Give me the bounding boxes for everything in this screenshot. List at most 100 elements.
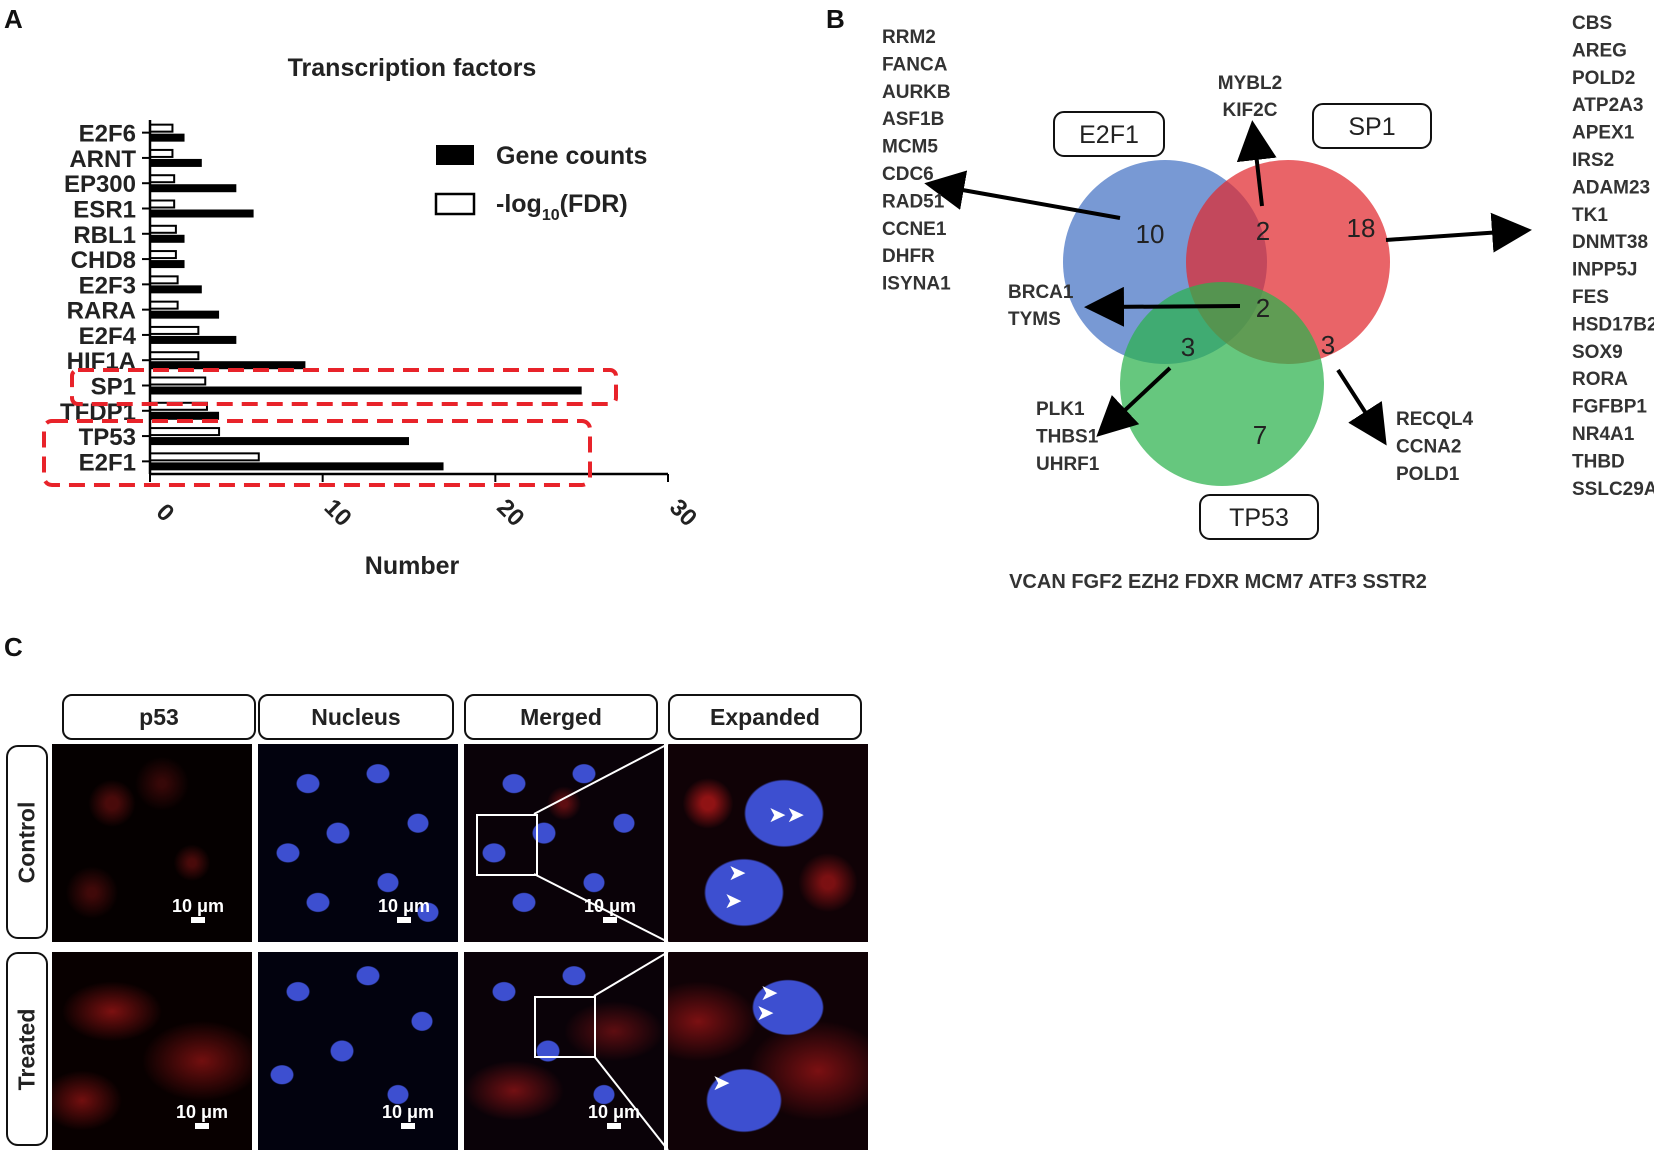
gene-label-all-three: TYMS [1008,309,1061,330]
category-label: RARA [67,298,136,325]
count-e2f1-sp1: 2 [1256,216,1270,246]
panel-label-b: B [826,4,845,34]
category-label: RBL1 [73,222,136,249]
count-sp1-only: 18 [1347,213,1376,243]
gene-label-e2f1: CDC6 [882,164,934,185]
gene-label-sp1: DNMT38 [1572,232,1648,253]
gene-label-e2f1-sp1: MYBL2 [1218,73,1282,94]
column-header-merged: Merged [464,694,658,740]
arrow-marker: ➤ [724,888,743,913]
gene-label-sp1: POLD2 [1572,68,1635,89]
highlight-box-tp53-e2f1 [42,419,592,487]
gene-label-e2f1: AURKB [882,82,951,103]
bar-gene-counts-tp53 [150,437,409,446]
bar-gene-counts-arnt [150,158,202,167]
gene-label-sp1: HSD17B2 [1572,314,1654,335]
gene-label-sp1: ATP2A3 [1572,95,1643,116]
bar-gene-counts-rbl1 [150,234,185,243]
arrow-marker: ➤➤ [768,802,805,827]
count-tp53-only: 7 [1253,420,1267,450]
bar-gene-counts-e2f4 [150,335,237,344]
gene-label-sp1: FES [1572,287,1609,308]
scale-bar: 10 μm [382,1102,434,1129]
gene-label-sp1: FGFBP1 [1572,397,1647,418]
bar-gene-counts-chd8 [150,260,185,269]
gene-label-sp1: APEX1 [1572,123,1635,144]
set-label-e2f1: E2F1 [1079,121,1139,149]
legend-label-fdr: -log10(FDR) [496,190,628,224]
set-label-tp53: TP53 [1229,504,1289,532]
gene-label-e2f1: RAD51 [882,191,945,212]
image-treated-expanded: ➤ ➤ ➤ [668,952,868,1150]
column-header-expanded: Expanded [668,694,862,740]
category-label: ARNT [69,146,136,173]
image-treated-p53: 10 μm [52,952,252,1150]
legend-swatch-gene-counts [436,145,474,165]
zoom-box [476,814,538,876]
set-label-box-tp53 [1199,494,1319,540]
gene-label-sp1: ADAM23 [1572,177,1650,198]
arrow-marker: ➤ [760,980,779,1005]
arrow-marker: ➤ [728,860,747,885]
highlight-box-sp1 [70,368,618,406]
arrow-sp1-tp53 [1336,368,1387,446]
category-label: E2F1 [79,449,136,476]
scale-bar: 10 μm [176,1102,228,1129]
category-label: E2F6 [79,121,136,148]
gene-label-sp1: RORA [1572,369,1628,390]
column-header-p53: p53 [62,694,256,740]
category-label: EP300 [64,171,136,198]
gene-label-e2f1: ASF1B [882,109,944,130]
gene-label-all-three: BRCA1 [1008,282,1074,303]
arrow-marker: ➤ [756,1000,775,1025]
gene-label-sp1-tp53: RECQL4 [1396,409,1474,430]
gene-label-e2f1: RRM2 [882,27,936,48]
category-label: ESR1 [73,197,136,224]
bar-gene-counts-rara [150,310,220,319]
gene-label-sp1: CBS [1572,13,1612,34]
gene-label-sp1: IRS2 [1572,150,1614,171]
category-label: SP1 [91,374,136,401]
bar-gene-counts-e2f1 [150,462,444,471]
bar-gene-counts-esr1 [150,209,254,218]
bar-gene-counts-hif1a [150,361,306,370]
arrow-all-three [1084,286,1241,327]
scale-bar: 10 μm [172,896,224,923]
count-sp1-tp53: 3 [1321,330,1335,360]
panel-label-c: C [4,632,23,662]
legend-swatch-fdr [434,192,476,216]
image-control-p53: 10 μm [52,744,252,942]
image-control-nucleus: 10 μm [258,744,458,942]
image-treated-merged: 10 μm [464,952,664,1150]
set-label-sp1: SP1 [1348,113,1395,141]
category-label: CHD8 [71,247,136,274]
x-axis-label: Number [365,552,460,580]
count-all-three: 2 [1256,293,1270,323]
gene-label-e2f1-tp53: PLK1 [1036,399,1085,420]
category-label: E2F4 [79,323,137,350]
gene-label-e2f1: CCNE1 [882,219,947,240]
gene-label-e2f1: MCM5 [882,137,938,158]
count-e2f1-only: 10 [1136,219,1165,249]
bar-gene-counts-e2f3 [150,285,202,294]
category-label: E2F3 [79,272,136,299]
scale-bar: 10 μm [584,896,636,923]
gene-label-sp1: THBD [1572,451,1625,472]
legend-label-gene-counts: Gene counts [496,142,647,170]
bar-gene-counts-e2f6 [150,133,185,142]
gene-label-sp1-tp53: POLD1 [1396,464,1460,485]
arrow-sp1-only [1385,212,1532,253]
set-label-box-sp1 [1312,103,1432,149]
scale-bar: 10 μm [378,896,430,923]
set-label-box-e2f1 [1053,111,1165,157]
gene-label-e2f1-tp53: UHRF1 [1036,454,1100,475]
gene-label-e2f1: FANCA [882,54,948,75]
count-e2f1-tp53: 3 [1181,332,1195,362]
bar-gene-counts-ep300 [150,184,237,193]
gene-label-sp1: AREG [1572,40,1627,61]
bar-gene-counts-tfdp1 [150,411,220,420]
arrow-e2f1-tp53 [1096,366,1172,437]
column-header-nucleus: Nucleus [258,694,454,740]
arrow-e2f1-sp1 [1236,120,1277,207]
